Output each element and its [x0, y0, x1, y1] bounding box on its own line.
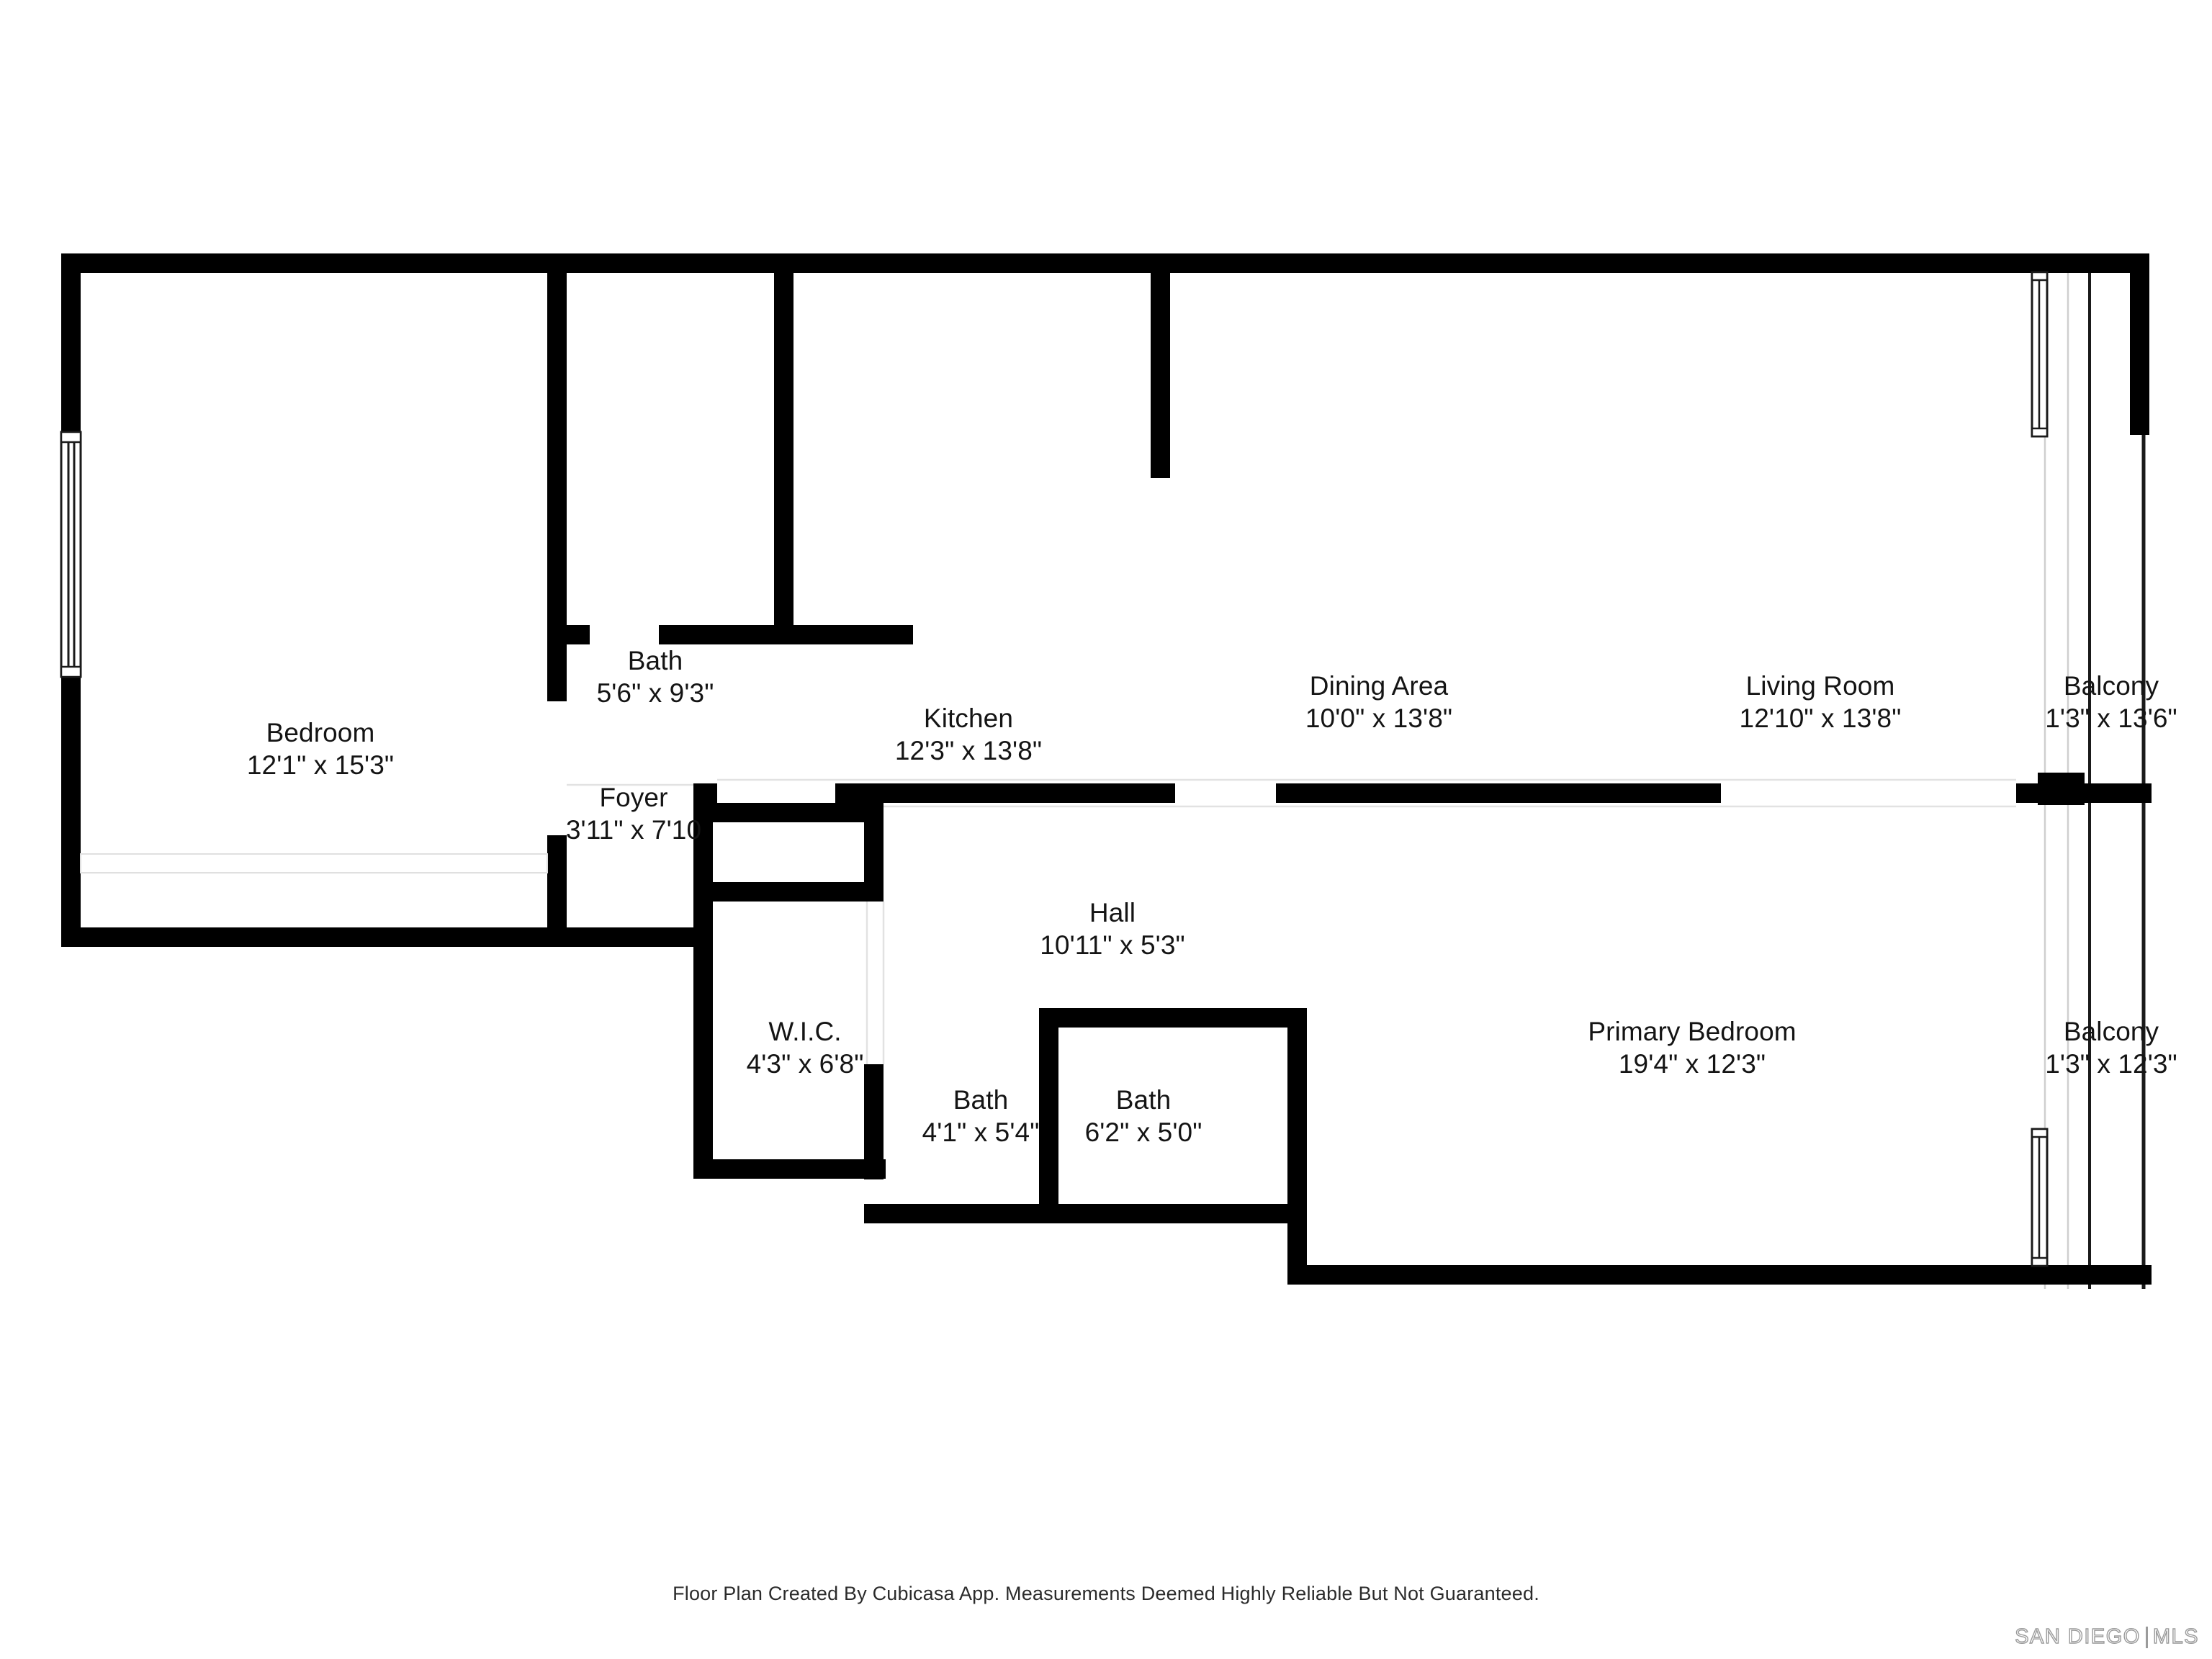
- watermark-separator-icon: [2145, 1626, 2148, 1648]
- wall-wic-top: [709, 803, 884, 822]
- footer-disclaimer: Floor Plan Created By Cubicasa App. Meas…: [673, 1583, 1539, 1604]
- wall-mid-divider-seg-b: [1276, 783, 1721, 803]
- wall-bath-bottom-run: [659, 625, 913, 644]
- wall-bedroom-bottom: [61, 927, 567, 947]
- wall-bath-right: [774, 253, 793, 631]
- wall-foyer-bottom: [567, 927, 696, 947]
- wall-bedroom-right-upper: [547, 253, 567, 701]
- wall-primary-bath-top: [1039, 1008, 1307, 1028]
- wall-mid-divider-seg-a: [835, 783, 1175, 803]
- wall-mid-divider-nib-left: [693, 783, 717, 803]
- wall-mid-divider-notch: [2038, 773, 2085, 805]
- wall-wic-left: [693, 803, 713, 1179]
- bedroom-window: [60, 431, 82, 678]
- watermark-left-text: SAN DIEGO: [2015, 1624, 2141, 1648]
- wall-exterior-left-lower: [61, 677, 81, 947]
- wall-exterior-right-top: [2130, 253, 2149, 435]
- wall-group: [61, 253, 2152, 1285]
- wall-kitchen-dining-stub: [1151, 253, 1170, 478]
- watermark-right-text: MLS: [2152, 1624, 2199, 1648]
- wall-bath-divider: [1039, 1008, 1058, 1206]
- bath-doorway-gap: [590, 625, 659, 644]
- wall-primary-bath-right: [1287, 1008, 1307, 1206]
- wall-bath-row-bottom: [864, 1204, 1305, 1223]
- wall-bedroom-right-lower: [547, 835, 567, 947]
- san-diego-mls-watermark: SAN DIEGO MLS: [2015, 1624, 2199, 1649]
- wall-exterior-top: [61, 253, 2149, 273]
- wall-primary-bottom: [1287, 1265, 2152, 1285]
- primary-bedroom-slider-door: [2031, 1128, 2049, 1267]
- wall-bath-bottom-nib: [567, 625, 590, 644]
- wall-exterior-left-upper: [61, 253, 81, 433]
- wall-wic-mid-shelf: [709, 882, 884, 902]
- living-room-slider-door: [2031, 271, 2049, 438]
- openings-group: [60, 271, 2049, 1267]
- bedroom-closet-doors: [80, 853, 548, 873]
- wall-wic-bottom: [693, 1159, 886, 1179]
